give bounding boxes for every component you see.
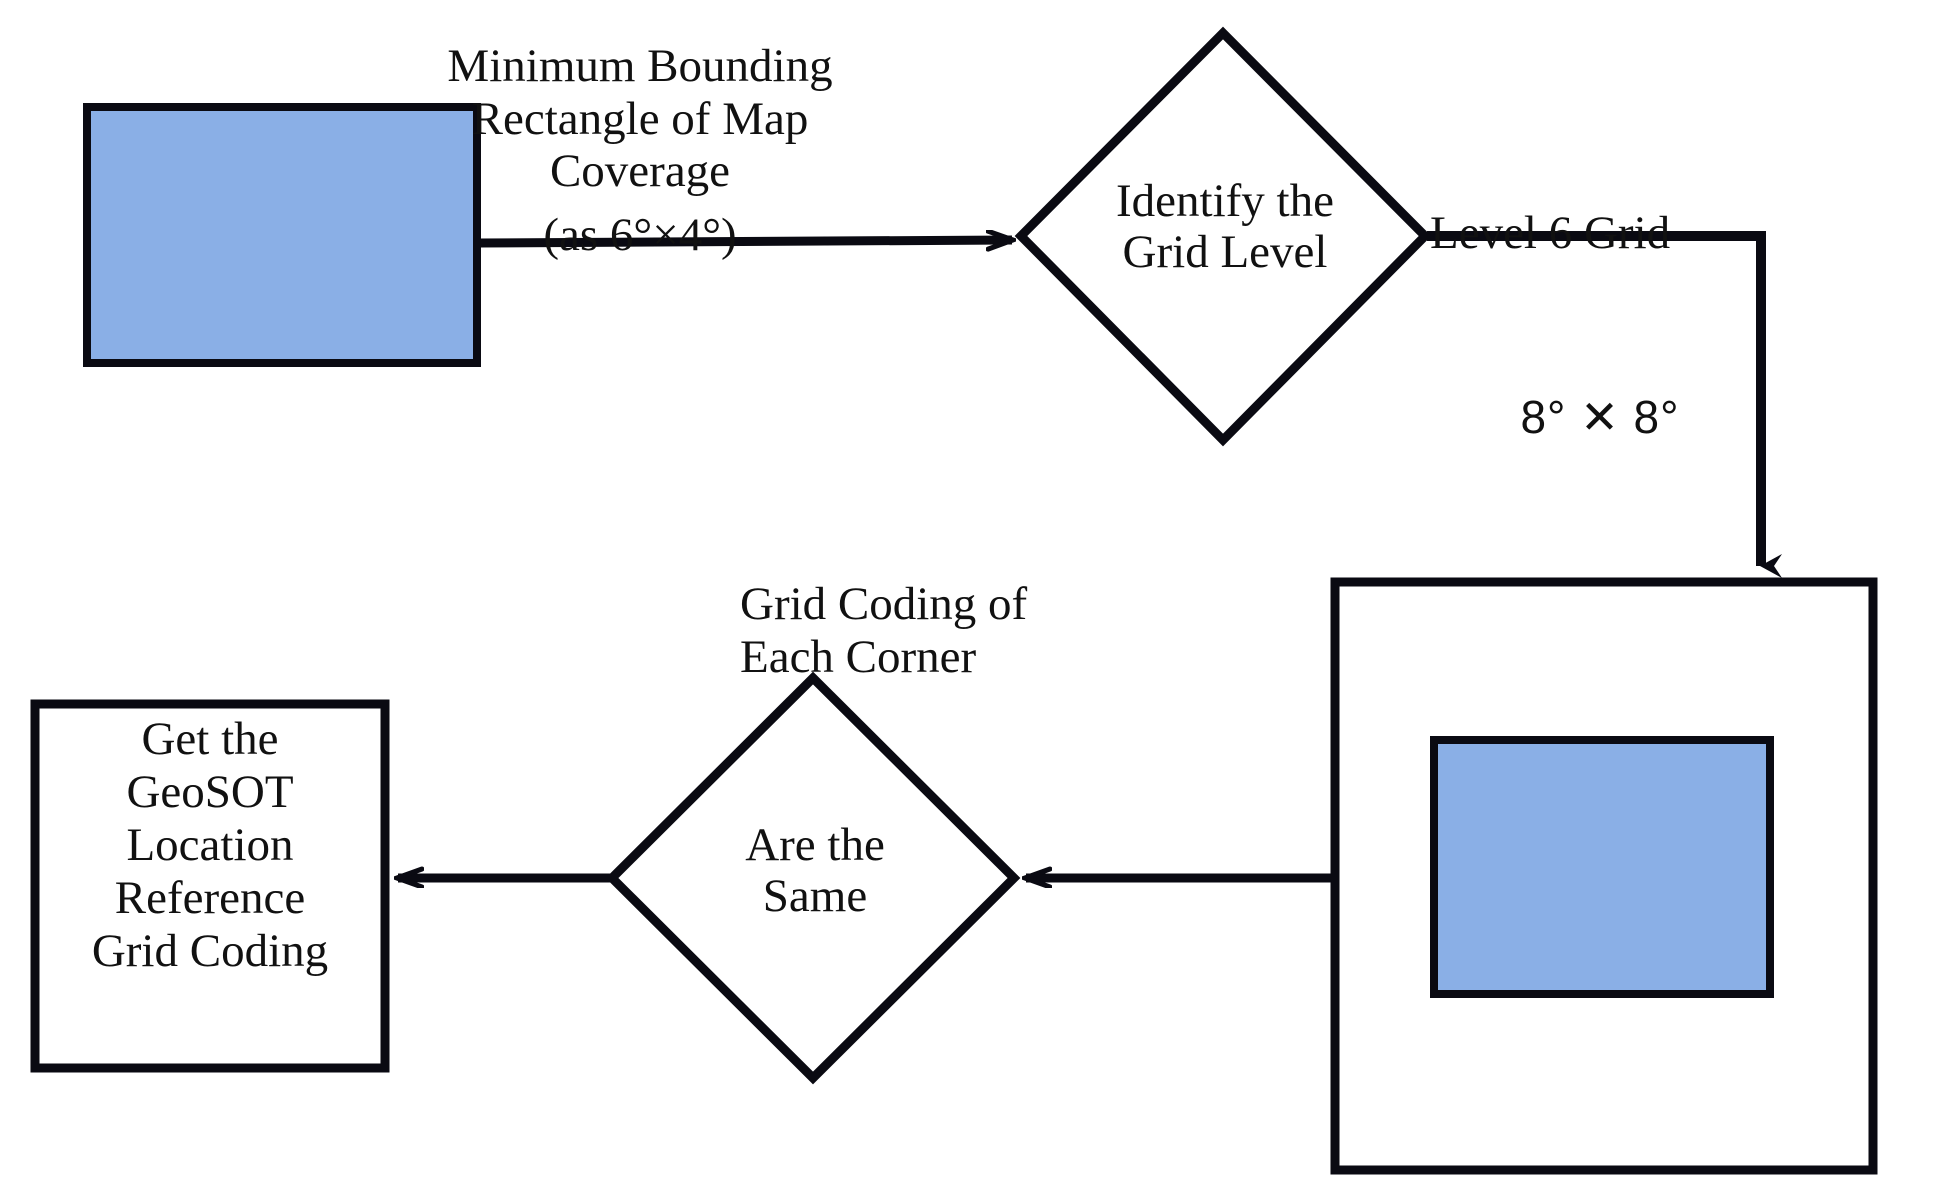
grid-cell-inner-coverage <box>1430 736 1774 998</box>
decision-identify-grid-level <box>1014 26 1432 447</box>
result-box-label: Get the GeoSOT Location Reference Grid C… <box>91 713 329 978</box>
edge-coverage-to-decision <box>478 240 1012 243</box>
edge-label-grid-coding-each-corner: Grid Coding of Each Corner <box>740 578 1028 683</box>
decision-identify-grid-level-label: Identify the Grid Level <box>1116 175 1334 278</box>
result-box <box>30 699 390 1073</box>
edge-level6-elbow <box>1427 231 1782 578</box>
map-coverage-box <box>83 103 481 367</box>
edge-label-grid-extent-degrees: 8° ✕ 8° <box>1520 391 1680 443</box>
decision-are-the-same <box>605 671 1021 1085</box>
edge-label-minimum-bounding-rectangle: Minimum Bounding Rectangle of Map Covera… <box>447 40 833 198</box>
edge-label-level-6-grid: Level 6 Grid <box>1430 207 1671 259</box>
edge-label-mbr-dimensions: (as 6°×4°) <box>543 209 737 261</box>
decision-are-the-same-label: Are the Same <box>745 819 885 922</box>
